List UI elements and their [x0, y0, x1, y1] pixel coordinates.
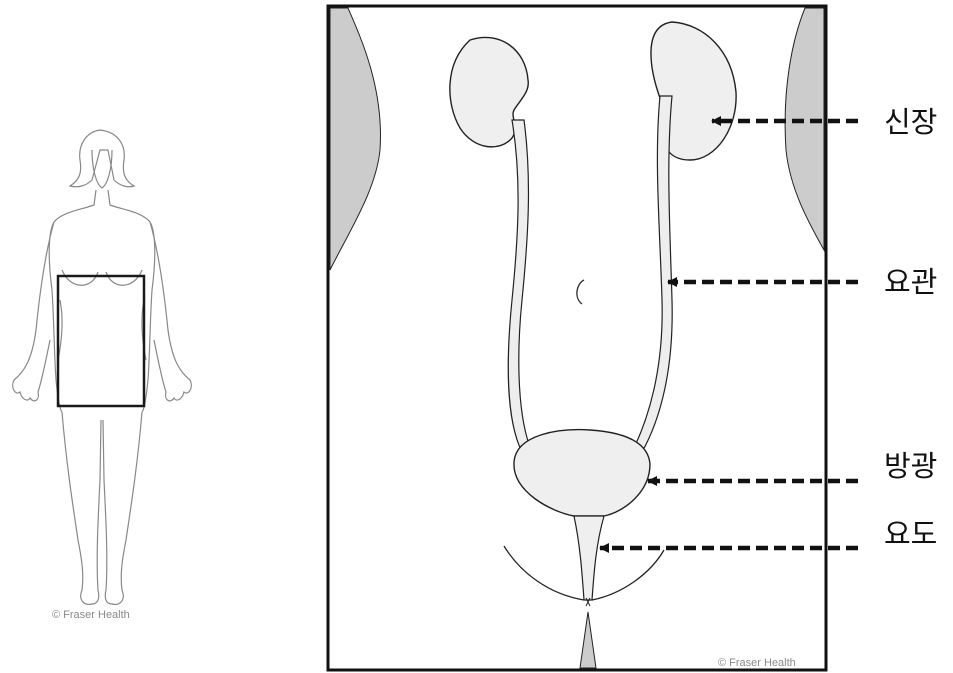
body-outline-figure	[13, 130, 192, 604]
credit-large: © Fraser Health	[718, 657, 796, 669]
label-kidney: 신장	[884, 105, 937, 139]
enlarged-panel: © Fraser Health	[328, 6, 826, 670]
label-bladder: 방광	[884, 449, 937, 483]
label-urethra: 요도	[884, 517, 937, 551]
region-highlight-box	[58, 276, 144, 406]
label-ureter: 요관	[884, 265, 937, 299]
credit-small: © Fraser Health	[52, 609, 130, 621]
